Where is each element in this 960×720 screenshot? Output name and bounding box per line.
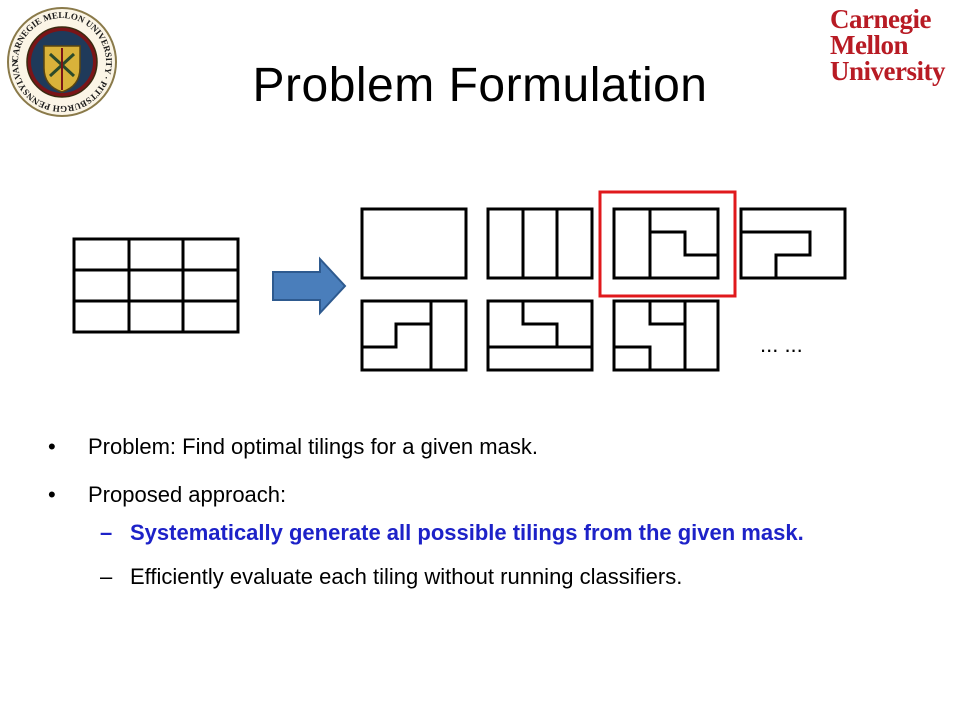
bullet-problem: • Problem: Find optimal tilings for a gi… bbox=[48, 432, 928, 462]
cmu-wordmark: Carnegie Mellon University bbox=[830, 4, 956, 86]
subbullet-evaluate-text: Efficiently evaluate each tiling without… bbox=[130, 564, 683, 589]
tiling-2 bbox=[486, 207, 594, 280]
tiling-4 bbox=[739, 207, 847, 280]
university-seal-icon: CARNEGIE MELLON UNIVERSITY · PITTSBURGH … bbox=[6, 6, 117, 117]
bullet-problem-text: Problem: Find optimal tilings for a give… bbox=[88, 434, 538, 459]
mask-grid bbox=[72, 237, 240, 334]
dash-icon: – bbox=[100, 564, 113, 589]
tiling-1 bbox=[360, 207, 468, 280]
subbullet-generate-text: Systematically generate all possible til… bbox=[130, 520, 804, 545]
subbullet-evaluate: – Efficiently evaluate each tiling witho… bbox=[48, 562, 928, 592]
dash-icon: – bbox=[100, 520, 113, 545]
tiling-7 bbox=[612, 299, 720, 372]
tiling-6 bbox=[486, 299, 594, 372]
subbullet-generate: – Systematically generate all possible t… bbox=[48, 518, 928, 548]
logo-line-carnegie: Carnegie bbox=[830, 4, 931, 34]
bullet-approach: • Proposed approach: bbox=[48, 480, 928, 510]
right-arrow-icon bbox=[272, 256, 347, 316]
ellipsis-text: ... ... bbox=[760, 332, 803, 357]
page-title: Problem Formulation bbox=[252, 59, 708, 112]
bullet-approach-text: Proposed approach: bbox=[88, 482, 287, 507]
logo-line-university: University bbox=[830, 56, 945, 86]
tiling-5 bbox=[360, 299, 468, 372]
bullet-list: • Problem: Find optimal tilings for a gi… bbox=[48, 432, 928, 592]
tiling-diagram: ... ... bbox=[72, 190, 847, 372]
bullet-dot-icon: • bbox=[48, 434, 56, 459]
logo-line-mellon: Mellon bbox=[830, 30, 909, 60]
selected-tiling-highlight bbox=[598, 190, 737, 298]
tiling-3 bbox=[612, 207, 720, 280]
bullet-dot-icon: • bbox=[48, 482, 56, 507]
